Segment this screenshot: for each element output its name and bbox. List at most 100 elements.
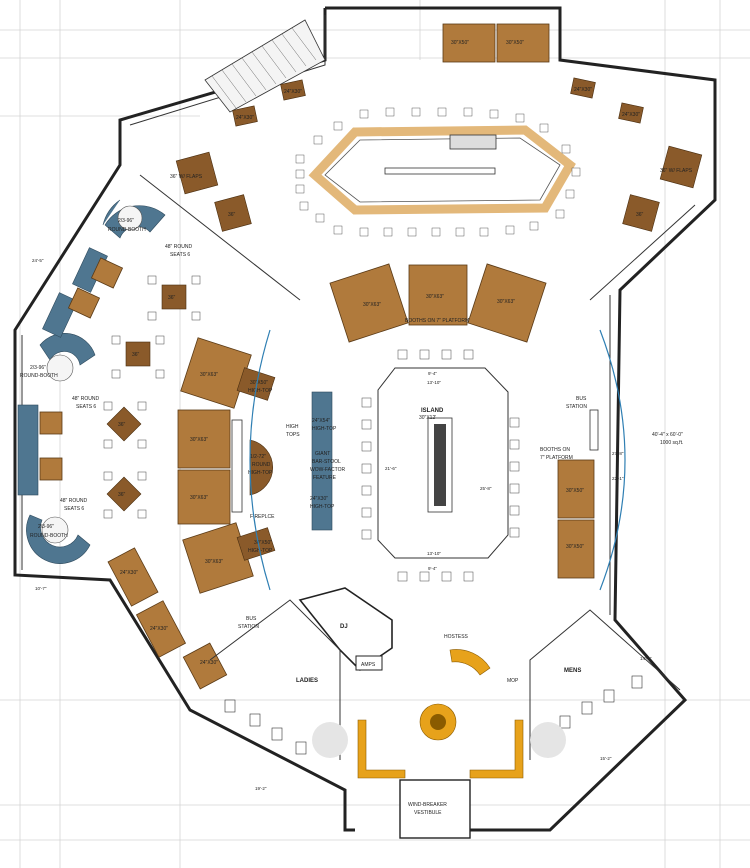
booth-size-label: 24"X30": [200, 660, 218, 666]
area-note: 1000 sq.ft.: [660, 440, 683, 446]
glass-arc-left: [249, 329, 271, 591]
table-36-c[interactable]: 36": [106, 406, 142, 442]
table-label: 36": [636, 212, 644, 218]
booth-24x30-3[interactable]: [182, 642, 228, 690]
table-label: 36": [228, 212, 236, 218]
ladies-restroom: LADIES: [209, 599, 348, 760]
booth-size-label: 24"X30": [150, 626, 168, 632]
dim-label: 19'-2": [255, 786, 267, 791]
table-36-flaps-right[interactable]: 36" W/ FLAPS: [659, 145, 703, 189]
booth-size-label: 30"X50": [566, 488, 584, 494]
booth-size-label: 30"X63": [200, 372, 218, 378]
round-booth-1[interactable]: 2/3-96" ROUND-BOOTH: [102, 199, 166, 239]
booth-size-label: 30"X63": [363, 302, 381, 308]
booth-30x63-left-2[interactable]: [177, 409, 231, 469]
booths-right-label: 7" PLATFORM: [540, 455, 573, 461]
hightop-label: HIGH-TOP: [310, 504, 335, 510]
round-seats-label: SEATS 6: [170, 252, 190, 258]
booth-size-label: 30"X63": [205, 559, 223, 565]
vestibule-label: VESTIBULE: [414, 810, 442, 816]
main-bar: [295, 107, 581, 237]
table-36-right-top[interactable]: 36": [622, 194, 660, 232]
table-24x30-top-4[interactable]: 24"X30": [618, 102, 644, 124]
booth-size-label: 30"X63": [190, 437, 208, 443]
table-label: 36" W/ FLAPS: [660, 168, 693, 174]
booth-30x50-right-1[interactable]: [557, 459, 595, 519]
dim-label: 13'-10": [427, 551, 441, 556]
hightop-label: 30"X50": [254, 540, 272, 546]
table-24x30-top-2[interactable]: 24"X30": [232, 105, 258, 127]
vestibule[interactable]: WIND-BREAKER VESTIBULE: [399, 779, 471, 839]
table-24x30-top-3[interactable]: 24"X30": [570, 77, 596, 99]
staircase: [204, 19, 326, 113]
booth-size-label: 30"X63": [497, 299, 515, 305]
table-label: 36": [118, 422, 126, 428]
area-note: 40'-4" x 60'-0": [652, 432, 683, 438]
dim-label: 15'-2": [600, 756, 612, 761]
round-seats-label: SEATS 6: [64, 506, 84, 512]
hightop-label: 24"X54": [312, 418, 330, 424]
top-booth-right[interactable]: 30"X50": [496, 23, 550, 63]
hightop-30x50-upper[interactable]: 30"X50" HIGH-TOP: [236, 367, 276, 401]
round-hightop[interactable]: 1/2-72" ROUND HIGH-TOP: [248, 439, 274, 496]
booth-24x30-2[interactable]: [135, 600, 187, 658]
dj-booth: DJ AMPS: [298, 587, 393, 672]
hostess-stand[interactable]: HOSTESS: [444, 634, 491, 676]
table-24x30-top-1[interactable]: 24"X30": [280, 79, 306, 101]
booth-30x63-1[interactable]: [329, 263, 409, 343]
round-booth-3[interactable]: 2/3-96" ROUND-BOOTH: [26, 514, 91, 564]
round-seats-label: 48" ROUND: [60, 498, 87, 504]
entry-strips: [357, 719, 524, 779]
table-label: 36" W/ FLAPS: [170, 174, 203, 180]
booth-30x63-2[interactable]: [408, 264, 468, 326]
bus-station-label: BUS: [246, 616, 257, 622]
table-36-left-top[interactable]: 36": [214, 194, 252, 232]
island-bar: ISLAND 30"X12' 13'-10" 9'-4" 13'-10" 9'-…: [361, 349, 520, 582]
high-tops-label: HIGH: [286, 424, 299, 430]
table-36-flaps-left[interactable]: 36" W/ FLAPS: [170, 151, 219, 195]
booth-30x63-left-4[interactable]: [182, 522, 254, 594]
hightop-30x50-lower[interactable]: 30"X50" HIGH-TOP: [236, 527, 276, 561]
round-booth-label: 2/3-96": [30, 365, 46, 371]
booth-30x50-right-2[interactable]: [557, 519, 595, 579]
table-size-label: 24"X30": [574, 87, 592, 93]
round-booth-label: ROUND-BOOTH: [108, 227, 146, 233]
round-hightop-label: HIGH-TOP: [248, 470, 273, 476]
dim-label: 13'-10": [427, 380, 441, 385]
glass-arc-right: [599, 329, 626, 591]
table-36-a[interactable]: 36": [161, 284, 187, 310]
feature-label: GIANT: [315, 451, 330, 457]
booth-24x30-1[interactable]: [107, 547, 159, 607]
hightop-label: 30"X50": [250, 380, 268, 386]
booths-right-label: BOOTHS ON: [540, 447, 570, 453]
right-platform-booths: 30"X50" 30"X50" BOOTHS ON 7" PLATFORM BU…: [540, 396, 599, 579]
fireplace: [231, 419, 243, 513]
hostess-label: HOSTESS: [444, 634, 469, 640]
table-label: 36": [132, 352, 140, 358]
feature-label: FEATURE: [313, 475, 337, 481]
bus-station-label: BUS: [576, 396, 587, 402]
ladies-label: LADIES: [296, 678, 318, 684]
vestibule-label: WIND-BREAKER: [408, 802, 447, 808]
table-36-b[interactable]: 36": [125, 341, 151, 367]
mens-restroom: MENS MOP: [507, 609, 681, 760]
hightop-label: HIGH-TOP: [248, 388, 273, 394]
table-36-d[interactable]: 36": [106, 476, 142, 512]
island-size-label: 30"X12': [419, 415, 436, 421]
booth-30x63-3[interactable]: [467, 263, 547, 343]
round-booth-2[interactable]: 2/3-96" ROUND-BOOTH: [20, 333, 96, 382]
dim-label: 21'-6": [385, 466, 397, 471]
dim-label: 10'-7": [35, 586, 47, 591]
left-tables: 36" 36" 36" 36": [103, 275, 201, 519]
round-booth-label: ROUND-BOOTH: [30, 533, 68, 539]
hightop-label: HIGH-TOP: [312, 426, 337, 432]
booths-top-label: BOOTHS ON 7" PLATFORM: [405, 318, 469, 324]
exterior-walls: [13, 6, 717, 832]
dim-label: 14'-1": [640, 656, 652, 661]
round-seats-label: 48" ROUND: [165, 244, 192, 250]
platform-booths-top: 30"X63" 30"X63" 30"X63" BOOTHS ON 7" PLA…: [329, 263, 547, 343]
dim-label: 27'-8": [612, 451, 624, 456]
top-booth-left[interactable]: 30"X50": [442, 23, 496, 63]
booth-30x63-left-3[interactable]: [177, 469, 231, 525]
